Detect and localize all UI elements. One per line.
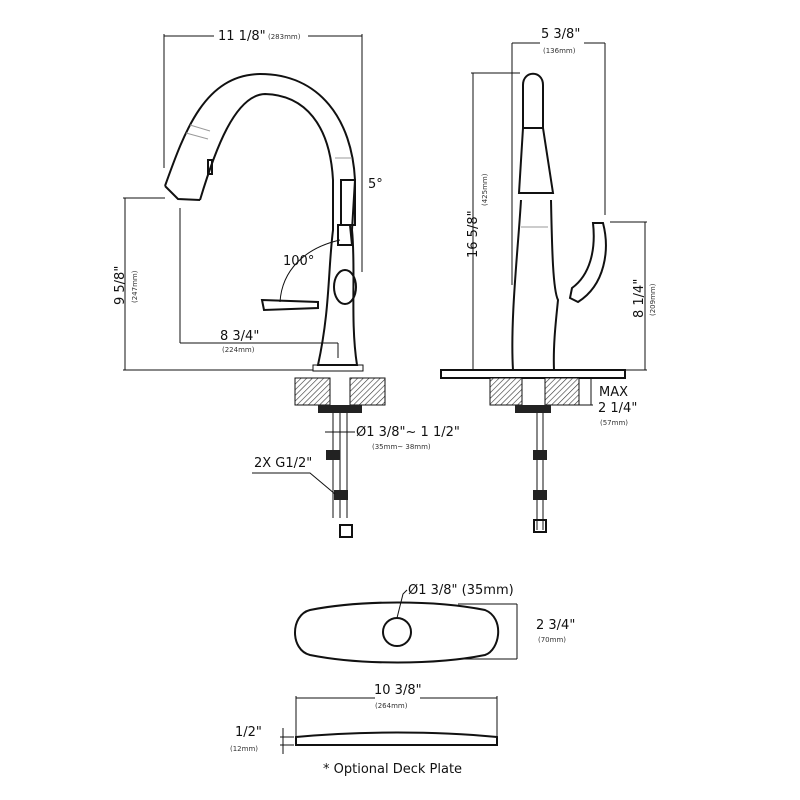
mounting-nut — [318, 405, 362, 413]
deck-plate-hole — [382, 617, 412, 647]
hole-diameter-mm: (35mm~ 38mm) — [372, 443, 431, 451]
tilt-angle: 5° — [368, 177, 383, 192]
max-label: MAX — [599, 385, 628, 400]
side-height-in: 9 5/8" — [113, 266, 128, 305]
reach-in: 8 3/4" — [220, 329, 259, 344]
deck-plate-side — [295, 731, 498, 746]
lever-handle — [260, 298, 319, 312]
front-height-mm: (425mm) — [481, 173, 489, 206]
deck-thickness-in: 1/2" — [235, 725, 262, 740]
side-height-mm: (247mm) — [131, 270, 139, 303]
connections-label: 2X G1/2" — [254, 456, 312, 471]
side-width-in: 11 1/8" — [218, 29, 266, 44]
side-width-mm: (283mm) — [268, 33, 301, 41]
deck-depth-mm: (70mm) — [538, 636, 566, 644]
front-width-mm: (136mm) — [543, 47, 576, 55]
front-height-in: 16 5/8" — [466, 210, 481, 258]
handle-height-mm: (209mm) — [649, 283, 657, 316]
deck-length-in: 10 3/8" — [374, 683, 422, 698]
deck-thickness-mm: (12mm) — [230, 745, 258, 753]
handle-angle: 100° — [283, 254, 314, 269]
deck-plate-detail: Ø1 3/8" (35mm) 2 3/4" (70mm) 10 3/8" (26… — [230, 583, 575, 777]
side-view: 11 1/8" (283mm) 100° 5° 9 5/8" (247mm) 8 — [113, 29, 460, 538]
leader-line — [252, 472, 336, 495]
deck-plate-caption: * Optional Deck Plate — [323, 762, 462, 777]
deck-hole-label: Ø1 3/8" (35mm) — [408, 583, 514, 598]
deck-plate-front — [440, 369, 626, 379]
faucet-body-front — [511, 199, 560, 371]
hole-diameter-in: Ø1 3/8"~ 1 1/2" — [356, 425, 460, 440]
countertop-section — [294, 377, 331, 406]
spout-outer — [164, 72, 356, 187]
handle-arc — [279, 239, 341, 303]
handle-base — [333, 269, 357, 305]
spray-head-front — [522, 72, 544, 128]
deck-plate-top — [294, 601, 500, 664]
handle-front — [568, 222, 607, 304]
deck-depth-in: 2 3/4" — [536, 618, 575, 633]
spray-head — [164, 185, 201, 201]
front-view: 5 3/8" (136mm) 16 5/8" (425mm) 8 1/4" (2… — [440, 27, 657, 533]
deck-length-mm: (264mm) — [375, 702, 408, 710]
handle-height-in: 8 1/4" — [632, 279, 647, 318]
max-deck-in: 2 1/4" — [598, 401, 637, 416]
hose-connector — [334, 490, 348, 500]
front-width-in: 5 3/8" — [541, 27, 580, 42]
spout-inner — [199, 92, 334, 201]
reach-mm: (224mm) — [222, 346, 255, 354]
max-deck-mm: (57mm) — [600, 419, 628, 427]
